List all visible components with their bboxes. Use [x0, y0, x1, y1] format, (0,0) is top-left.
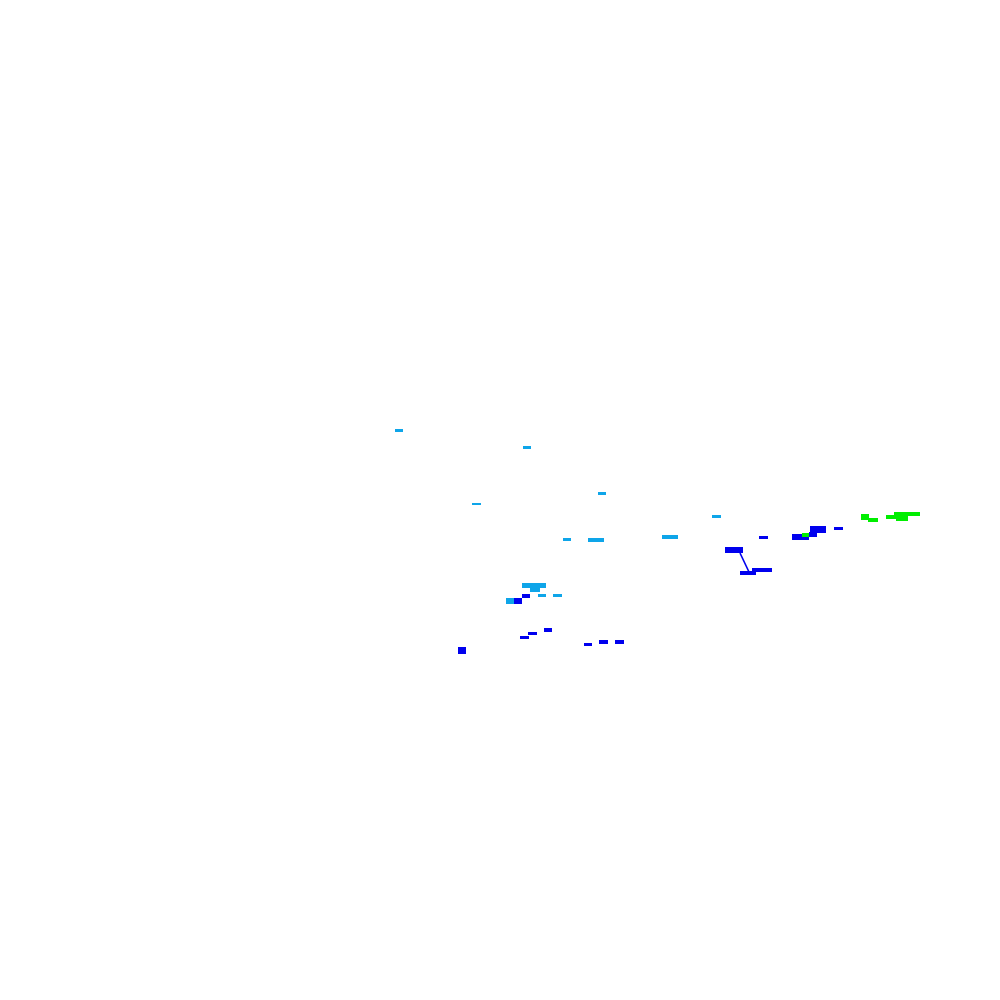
blue-fragments	[458, 526, 843, 654]
fragment	[472, 503, 481, 505]
fragment	[563, 538, 571, 541]
fragment	[506, 598, 516, 604]
fragment	[522, 594, 530, 598]
fragment	[834, 527, 843, 530]
fragment	[528, 632, 537, 635]
green-fragments	[802, 512, 920, 537]
fragment	[792, 534, 802, 540]
fragment	[809, 532, 817, 537]
fragment	[514, 598, 522, 604]
fragment	[810, 526, 826, 533]
fragment	[802, 533, 809, 537]
fragment	[553, 594, 562, 597]
fragment	[801, 537, 809, 540]
fragment	[740, 571, 756, 575]
fragment	[520, 636, 529, 639]
fragment	[598, 492, 606, 495]
fragment	[523, 446, 531, 449]
fragment	[861, 514, 869, 520]
fragment	[894, 512, 920, 516]
fragment	[896, 516, 908, 521]
light-blue-fragments	[395, 429, 721, 604]
fragment	[759, 536, 768, 539]
fragment	[662, 535, 678, 539]
connector-line	[739, 552, 750, 573]
fragment	[522, 583, 546, 588]
fragment	[615, 640, 624, 644]
fragment	[530, 588, 540, 592]
fragment	[588, 538, 604, 542]
fragment	[752, 568, 772, 572]
fragment	[599, 640, 608, 644]
fragment	[544, 628, 552, 632]
fragment	[886, 515, 898, 519]
fragment	[725, 547, 743, 553]
fragment	[584, 643, 592, 646]
fragment	[712, 515, 721, 518]
fragment	[538, 594, 546, 597]
fragment	[868, 518, 878, 522]
fragment	[395, 429, 403, 432]
fragment	[458, 647, 466, 654]
